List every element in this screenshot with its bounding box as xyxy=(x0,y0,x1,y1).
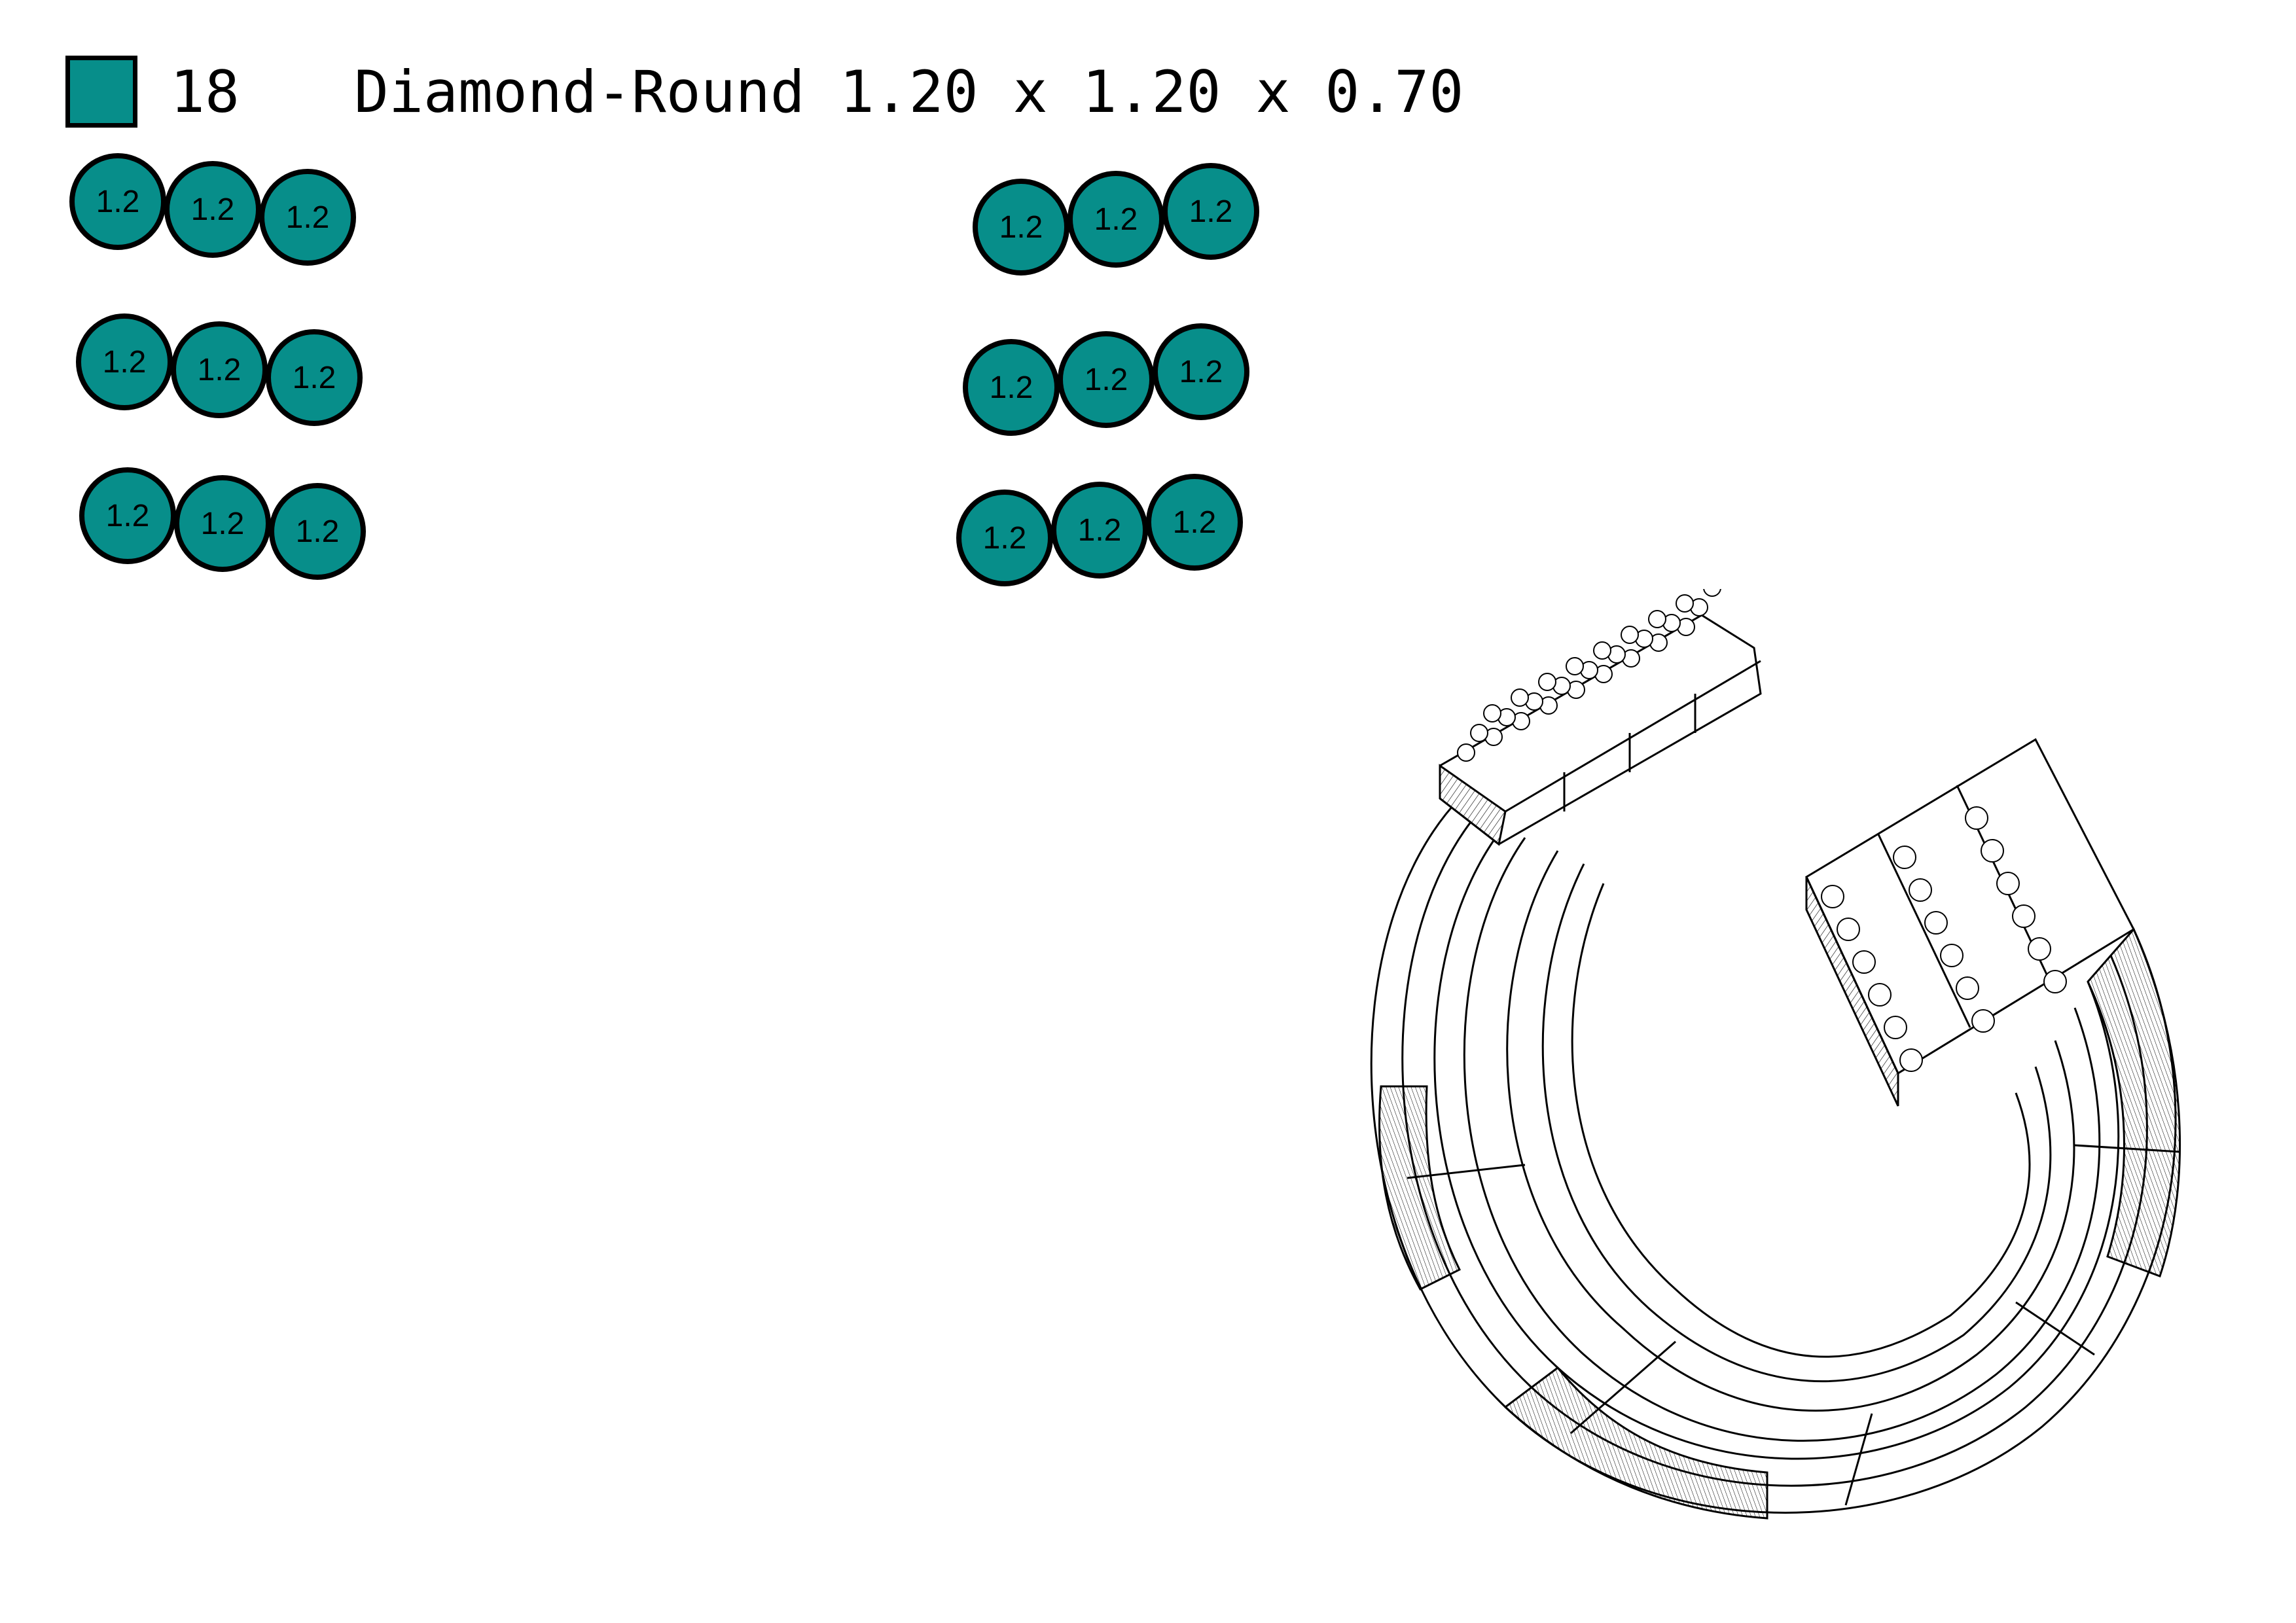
stone-label: 1.2 xyxy=(103,345,147,380)
pave-stone xyxy=(1593,641,1611,660)
pave-stone xyxy=(2028,937,2051,961)
segment-line-2 xyxy=(1570,1340,1676,1435)
stone xyxy=(1051,482,1148,579)
stone-group-left-row-3: 1.2 1.2 1.2 xyxy=(79,467,366,580)
stone-label: 1.2 xyxy=(1094,202,1138,237)
pave-stone xyxy=(1909,878,1932,902)
stone xyxy=(1162,163,1259,260)
stone xyxy=(1153,323,1249,420)
pave-stone xyxy=(1852,950,1876,974)
segment-line-5 xyxy=(2074,1144,2180,1153)
stone-legend: 18 Diamond-Round 1.20 x 1.20 x 0.70 xyxy=(65,52,1463,131)
pave-stone xyxy=(2012,904,2036,928)
stone-label: 1.2 xyxy=(990,370,1033,405)
stone-group-left-row-1: 1.2 1.2 1.2 xyxy=(69,153,356,266)
stone xyxy=(973,179,1069,276)
segment-line-3 xyxy=(1844,1413,1873,1506)
stone-label: 1.2 xyxy=(1179,355,1223,389)
stone-count: 18 xyxy=(170,58,240,126)
stone-group-right-row-2: 1.2 1.2 1.2 xyxy=(963,323,1249,436)
stone-label: 1.2 xyxy=(198,353,242,387)
pave-stone xyxy=(1956,976,1979,1000)
stone xyxy=(171,321,268,418)
stone-label: 1.2 xyxy=(286,200,330,235)
stone-label: 1.2 xyxy=(201,507,245,541)
hatch-right xyxy=(2087,927,2181,1277)
pave-stone xyxy=(1821,885,1844,908)
stone-label: 1.2 xyxy=(191,192,235,227)
stone-label: 1.2 xyxy=(999,210,1043,245)
pave-stone xyxy=(1566,657,1584,675)
band-inner-edge xyxy=(1433,824,2120,1460)
pave-stone xyxy=(1971,1009,1995,1033)
pave-stone xyxy=(1981,839,2004,863)
pave-stone xyxy=(1996,872,2020,895)
hatch-left xyxy=(1378,1085,1462,1291)
pave-stone xyxy=(1538,673,1556,691)
stone-description: Diamond-Round 1.20 x 1.20 x 0.70 xyxy=(353,58,1464,126)
ring-drawing xyxy=(1370,589,2181,1520)
pave-stone xyxy=(1893,846,1916,869)
stone-label: 1.2 xyxy=(96,185,140,219)
band-line-2 xyxy=(1463,837,2101,1442)
right-setting-div-1 xyxy=(1877,834,1971,1028)
stone-group-right-row-1: 1.2 1.2 1.2 xyxy=(973,163,1259,276)
band-line-3 xyxy=(1506,850,2075,1412)
pave-stone xyxy=(1965,806,1988,830)
pave-stone xyxy=(1470,724,1488,742)
stone-label: 1.2 xyxy=(1189,194,1233,229)
segment-line-1 xyxy=(1407,1164,1526,1179)
pave-stone xyxy=(1837,918,1860,941)
stone xyxy=(174,475,271,572)
pave-stone xyxy=(1884,1016,1907,1039)
stone xyxy=(269,483,366,580)
band-line-4 xyxy=(1541,863,2052,1383)
stone-group-left-row-2: 1.2 1.2 1.2 xyxy=(76,313,363,426)
pave-stone xyxy=(1899,1048,1923,1072)
pave-stone xyxy=(1483,704,1501,722)
pave-stone xyxy=(2043,970,2067,993)
stone-group-right-row-3: 1.2 1.2 1.2 xyxy=(956,474,1243,586)
pave-stone xyxy=(1511,688,1529,707)
stone xyxy=(1058,331,1155,428)
stone-label: 1.2 xyxy=(1078,513,1122,548)
pave-stone xyxy=(1621,626,1639,644)
pave-stone xyxy=(1868,983,1892,1007)
right-setting-front xyxy=(1805,876,1899,1107)
pave-stone xyxy=(1924,911,1948,935)
right-setting-block xyxy=(1805,738,2135,1075)
stone xyxy=(266,329,363,426)
segment-line-4 xyxy=(2015,1301,2095,1356)
pave-stone xyxy=(1457,743,1475,762)
pave-stone xyxy=(1703,589,1721,597)
color-swatch xyxy=(65,56,137,128)
left-setting-edge xyxy=(1505,660,1761,813)
left-setting-front xyxy=(1439,764,1507,846)
stone xyxy=(164,161,261,258)
stone-label: 1.2 xyxy=(983,521,1027,556)
pave-stone xyxy=(1676,594,1694,613)
stone xyxy=(79,467,176,564)
stone xyxy=(76,313,173,410)
stone xyxy=(69,153,166,250)
pave-stone xyxy=(1940,944,1964,967)
band-inner-rim xyxy=(1571,883,2031,1358)
stone xyxy=(1067,171,1164,268)
stone xyxy=(963,339,1060,436)
stone xyxy=(1146,474,1243,571)
stone xyxy=(956,490,1053,586)
ring-stones xyxy=(1457,589,2067,1072)
stone-label: 1.2 xyxy=(293,361,336,395)
hatch-bottom xyxy=(1503,1366,1768,1520)
stone-label: 1.2 xyxy=(1085,363,1128,397)
stone-label: 1.2 xyxy=(106,499,150,533)
pave-stone xyxy=(1648,610,1666,628)
stone-label: 1.2 xyxy=(296,514,340,549)
stone-label: 1.2 xyxy=(1173,505,1217,540)
stone xyxy=(259,169,356,266)
